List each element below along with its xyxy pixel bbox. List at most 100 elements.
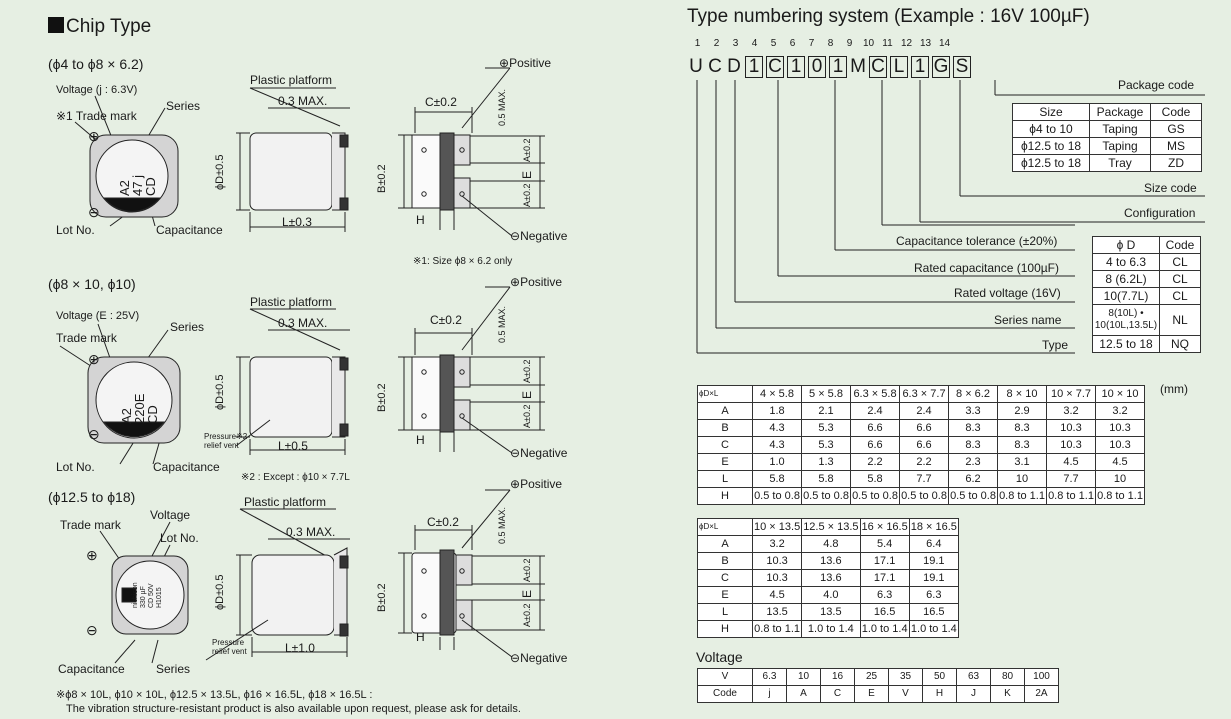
section1-dim-a2: A±0.2 — [522, 183, 532, 207]
section2-dim-05: 0.5 MAX. — [497, 305, 507, 343]
voltage-cell: 6.3 — [752, 668, 787, 686]
section3-trade-mark: Trade mark — [60, 518, 121, 532]
code-character: C — [708, 56, 722, 77]
voltage-cell: J — [956, 685, 991, 703]
table-cell: 10 — [997, 470, 1047, 488]
section3-pressure: Pressure relief vent — [212, 638, 247, 656]
section2-trade-mark: Trade mark — [56, 331, 117, 345]
section2-note: ※2 : Except : ϕ10 × 7.7L — [241, 472, 350, 483]
voltage-cell: 100 — [1024, 668, 1059, 686]
table-cell: E — [697, 453, 753, 471]
negative-circle-icon: ⊖ — [510, 651, 521, 665]
package-table: Size Package Code ϕ4 to 10 Taping GS ϕ12… — [1012, 103, 1202, 172]
table-cell: A — [697, 535, 753, 553]
voltage-cell: C — [820, 685, 855, 703]
table-cell: 10.3 — [751, 569, 803, 587]
plus-symbol-icon: ⊕ — [88, 128, 100, 144]
section3-dim-b: B±0.2 — [376, 583, 388, 612]
table-cell: 6.6 — [899, 419, 949, 437]
table-cell: 0.5 to 0.8 — [899, 487, 949, 505]
section2-dim-c: C±0.2 — [430, 313, 462, 327]
config-cell: CL — [1159, 287, 1201, 305]
table-header: 10 × 13.5 — [751, 518, 803, 536]
position-number: 6 — [789, 38, 796, 49]
table-cell: 4.0 — [801, 586, 861, 604]
position-number: 2 — [713, 38, 720, 49]
table-cell: H — [697, 620, 753, 638]
table-header: 6.3 × 5.8 — [850, 385, 900, 403]
code-character: M — [850, 56, 866, 77]
table-header: 5 × 5.8 — [801, 385, 851, 403]
table-cell: 6.3 — [908, 586, 959, 604]
section2-dim-b: B±0.2 — [376, 383, 388, 412]
position-number: 14 — [938, 38, 951, 49]
voltage-cell: 16 — [820, 668, 855, 686]
table-cell: H — [697, 487, 753, 505]
section2-negative: ⊖Negative — [510, 446, 568, 460]
position-number: 1 — [694, 38, 701, 49]
package-header-code: Code — [1150, 103, 1202, 121]
table-cell: 0.8 to 1.1 — [1095, 487, 1145, 505]
table-cell: B — [697, 419, 753, 437]
section2-series: Series — [170, 320, 205, 334]
section3-series: Series — [156, 662, 191, 676]
type-numbering-title: Type numbering system (Example : 16V 100… — [687, 6, 1090, 27]
section2-marking: A2 220E CD — [119, 393, 160, 424]
package-cell: Taping — [1089, 120, 1151, 138]
label-configuration: Configuration — [1124, 206, 1196, 220]
table-cell: C — [697, 436, 753, 454]
table-cell: 5.3 — [801, 419, 851, 437]
section2-pressure: Pressure※2 relief vent — [204, 432, 248, 450]
plus-symbol-icon: ⊕ — [88, 351, 100, 367]
section3-dim-a1: A±0.2 — [522, 558, 532, 582]
section3-dim-h: H — [416, 630, 425, 644]
plus-symbol-icon: ⊕ — [86, 547, 98, 563]
section2-capacitance: Capacitance — [153, 460, 220, 474]
code-character: L — [890, 56, 908, 78]
table-cell: 8.3 — [948, 419, 998, 437]
table-cell: L — [697, 603, 753, 621]
table-cell: 8.3 — [997, 436, 1047, 454]
table-cell: 6.2 — [948, 470, 998, 488]
table-cell: 2.1 — [801, 402, 851, 420]
table-cell: 3.2 — [751, 535, 803, 553]
voltage-cell: 80 — [990, 668, 1025, 686]
section1-note: ※1: Size ϕ8 × 6.2 only — [413, 256, 513, 267]
table-header: 16 × 16.5 — [859, 518, 910, 536]
label-rated-voltage: Rated voltage (16V) — [954, 286, 1061, 300]
table-cell: 0.8 to 1.1 — [997, 487, 1047, 505]
section3-dim-e: E — [520, 589, 534, 598]
position-number: 13 — [919, 38, 932, 49]
voltage-cell: 25 — [854, 668, 889, 686]
position-number: 12 — [900, 38, 913, 49]
table-cell: 10.3 — [751, 552, 803, 570]
table-header: 4 × 5.8 — [752, 385, 802, 403]
voltage-cell: K — [990, 685, 1025, 703]
section1-dim-03: 0.3 MAX. — [278, 94, 328, 108]
table-cell: 2.2 — [899, 453, 949, 471]
positive-circle-icon: ⊕ — [499, 56, 510, 70]
config-cell: 8(10L) • 10(10L,13.5L) — [1092, 304, 1160, 336]
table-cell: 6.3 — [859, 586, 910, 604]
table-cell: 19.1 — [908, 569, 959, 587]
position-number: 9 — [846, 38, 853, 49]
section1-range: (ϕ4 to ϕ8 × 6.2) — [48, 56, 144, 72]
position-number: 3 — [732, 38, 739, 49]
config-cell: 4 to 6.3 — [1092, 253, 1160, 271]
table-cell: 4.8 — [801, 535, 861, 553]
table-cell: 4.5 — [1095, 453, 1145, 471]
table-cell: 1.8 — [752, 402, 802, 420]
footnote-line2: The vibration structure-resistant produc… — [66, 703, 521, 715]
unit-mm: (mm) — [1160, 382, 1188, 396]
section1-positive: ⊕Positive — [499, 56, 552, 70]
section3-dim-03: 0.3 MAX. — [286, 525, 336, 539]
